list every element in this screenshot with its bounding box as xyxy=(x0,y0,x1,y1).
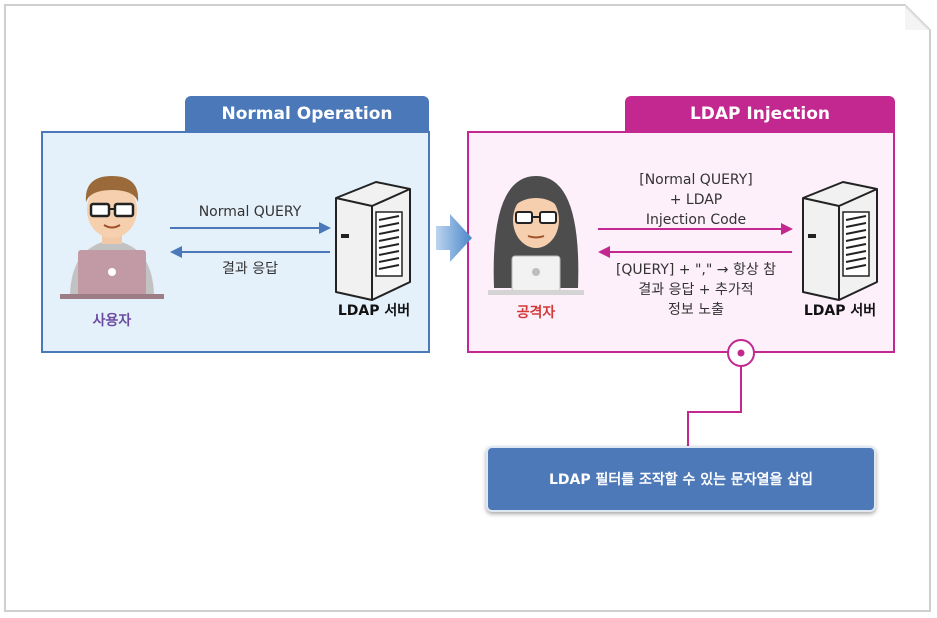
normal-query-label: Normal QUERY xyxy=(198,204,302,220)
callout-text: LDAP 필터를 조작할 수 있는 문자열을 삽입 xyxy=(548,472,814,488)
injection-response-label: [QUERY] + "," → 항상 참 결과 응답 + 추가적 정보 노출 xyxy=(588,260,804,320)
injection-server-icon xyxy=(802,181,878,301)
normal-response-arrow xyxy=(170,246,330,258)
page-curl-corner xyxy=(905,4,931,30)
callout-connector xyxy=(684,339,755,453)
response-label: 결과 응답 xyxy=(222,261,278,277)
injection-server-label: LDAP 서버 xyxy=(803,303,877,319)
injection-query-line: [Normal QUERY] xyxy=(639,172,753,188)
injection-response-arrow xyxy=(598,246,792,258)
transition-arrow xyxy=(436,214,472,262)
ldap-injection-tab: LDAP Injection xyxy=(625,96,895,132)
ldap-server-icon xyxy=(335,181,411,301)
normal-operation-tab: Normal Operation xyxy=(185,96,429,132)
user-label: 사용자 xyxy=(92,313,132,329)
user-icon xyxy=(60,176,164,299)
injection-response-line: 결과 응답 + 추가적 xyxy=(638,282,754,298)
injection-response-line: 정보 노출 xyxy=(668,302,724,318)
normal-query-arrow xyxy=(170,222,331,234)
injection-query-label: [Normal QUERY] + LDAP Injection Code xyxy=(596,170,796,230)
callout-box: LDAP 필터를 조작할 수 있는 문자열을 삽입 xyxy=(486,446,876,512)
attacker-label: 공격자 xyxy=(516,305,556,321)
attacker-icon xyxy=(488,176,584,295)
injection-query-line: Injection Code xyxy=(645,212,747,228)
injection-query-line: + LDAP xyxy=(669,192,723,208)
ldap-server-label: LDAP 서버 xyxy=(337,303,411,319)
injection-response-line: [QUERY] + "," → 항상 참 xyxy=(615,262,777,278)
injection-query-arrow xyxy=(598,223,793,235)
